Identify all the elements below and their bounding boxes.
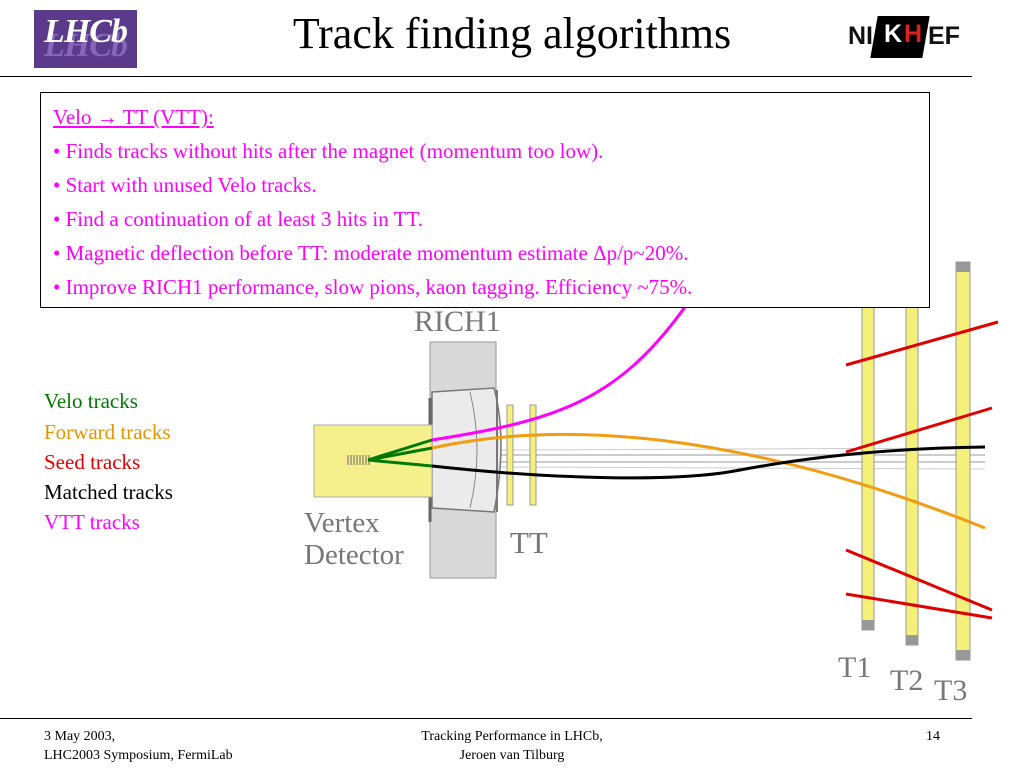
bullet-item: • Improve RICH1 performance, slow pions,…: [53, 275, 693, 299]
footer-venue: LHC2003 Symposium, FermiLab: [44, 748, 233, 763]
vtt-description-box: Velo → TT (VTT): • Finds tracks without …: [40, 92, 930, 308]
footer-date: 3 May 2003,: [44, 729, 116, 744]
lhcb-logo-text: LHCb: [44, 13, 128, 50]
legend-matched-tracks: Matched tracks: [44, 480, 173, 504]
t3-label: T3: [934, 674, 968, 707]
bullet-item: • Finds tracks without hits after the ma…: [53, 139, 604, 163]
vertex-detector-label: Vertex Detector: [304, 507, 404, 571]
legend-velo-tracks: Velo tracks: [44, 389, 138, 413]
footer-author: Jeroen van Tilburg: [459, 748, 565, 763]
bullet-item: • Magnetic deflection before TT: moderat…: [53, 241, 689, 265]
tt-stations: [506, 404, 537, 506]
tt-label: TT: [510, 525, 548, 560]
vtt-track: [431, 299, 692, 442]
slide-title: Track finding algorithms: [292, 9, 732, 58]
nikhef-logo: NI K H EF: [848, 14, 974, 64]
vertex-detector: [313, 424, 433, 498]
rich1-detector: [428, 341, 502, 579]
matched-track: [431, 445, 986, 480]
seed-tracks: [845, 320, 999, 620]
box-heading: Velo → TT (VTT):: [53, 105, 214, 129]
bullet-item: • Start with unused Velo tracks.: [53, 173, 317, 197]
beam-pipe: [430, 447, 986, 470]
t1-label: T1: [838, 651, 872, 684]
legend-forward-tracks: Forward tracks: [44, 420, 171, 444]
header-rule: [0, 76, 972, 77]
bullet-item: • Find a continuation of at least 3 hits…: [53, 207, 423, 231]
legend-seed-tracks: Seed tracks: [44, 450, 141, 474]
footer-talk: Tracking Performance in LHCb,: [421, 729, 603, 744]
lhcb-logo: LHCb: [34, 10, 137, 68]
footer-rule: [0, 718, 972, 719]
forward-track: [431, 432, 986, 530]
legend-vtt-tracks: VTT tracks: [44, 510, 140, 534]
page-number: 14: [926, 729, 940, 744]
t2-label: T2: [890, 664, 924, 697]
rich1-label: RICH1: [414, 305, 501, 338]
velo-tracks: [367, 438, 433, 468]
t-stations: [861, 261, 971, 661]
